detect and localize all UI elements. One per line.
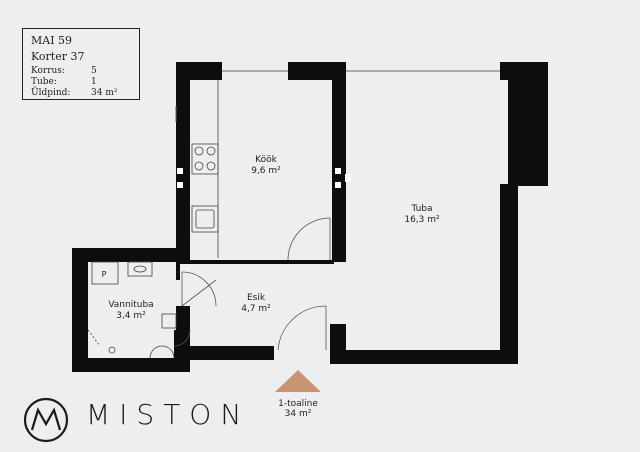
entrance-area: 34 m²: [284, 409, 312, 419]
toilet-icon: [149, 345, 175, 359]
brand-name: MISTON: [86, 398, 251, 431]
bathroom-fixtures: [87, 261, 177, 359]
room-hall: Esik 4,7 m²: [226, 293, 286, 315]
room-living-area: 16,3 m²: [404, 215, 440, 225]
rooms-label: Tube:: [31, 77, 57, 87]
p-label: P: [102, 270, 107, 279]
windows: [175, 70, 500, 122]
walls: [72, 62, 548, 372]
stove-burner-icon: [206, 161, 216, 171]
stove-burner-icon: [194, 146, 204, 156]
room-kitchen-area: 9,6 m²: [251, 166, 281, 176]
doors: [173, 217, 331, 351]
area-label: Üldpind:: [31, 88, 71, 98]
room-bathroom: Vannituba 3,4 m²: [98, 300, 164, 322]
stove-burner-icon: [206, 146, 216, 156]
room-living: Tuba 16,3 m²: [392, 204, 452, 226]
cabinet-icon: [161, 313, 177, 329]
room-bathroom-area: 3,4 m²: [116, 311, 146, 321]
kitchen-fixtures: [191, 80, 219, 258]
stove-burner-icon: [194, 161, 204, 171]
area-value: 34 m²: [91, 88, 118, 98]
rooms-value: 1: [91, 77, 97, 87]
washbasin-icon: [127, 261, 153, 277]
room-kitchen-name: Köök: [255, 155, 277, 165]
wall-openings: [177, 168, 351, 188]
room-kitchen: Köök 9,6 m²: [236, 155, 296, 177]
sink-icon: [191, 205, 219, 233]
entrance-label: 1-toaline 34 m²: [268, 399, 328, 419]
room-living-name: Tuba: [411, 204, 433, 214]
p-fixture-box: [91, 261, 119, 285]
miston-logo-icon: [23, 397, 69, 443]
room-hall-name: Esik: [246, 293, 266, 303]
entrance-type: 1-toaline: [278, 399, 318, 409]
room-hall-area: 4,7 m²: [241, 304, 271, 314]
building-name: MAI 59: [31, 34, 73, 47]
floor-value: 5: [91, 66, 97, 76]
shower-icon: [87, 329, 101, 347]
apartment-info-box: MAI 59 Korter 37 Korrus: 5 Tube: 1 Üldpi…: [22, 28, 140, 100]
entrance-marker-icon: [275, 370, 321, 392]
apartment-number: Korter 37: [31, 50, 85, 63]
room-bathroom-name: Vannituba: [108, 300, 154, 310]
floor-label: Korrus:: [31, 66, 65, 76]
